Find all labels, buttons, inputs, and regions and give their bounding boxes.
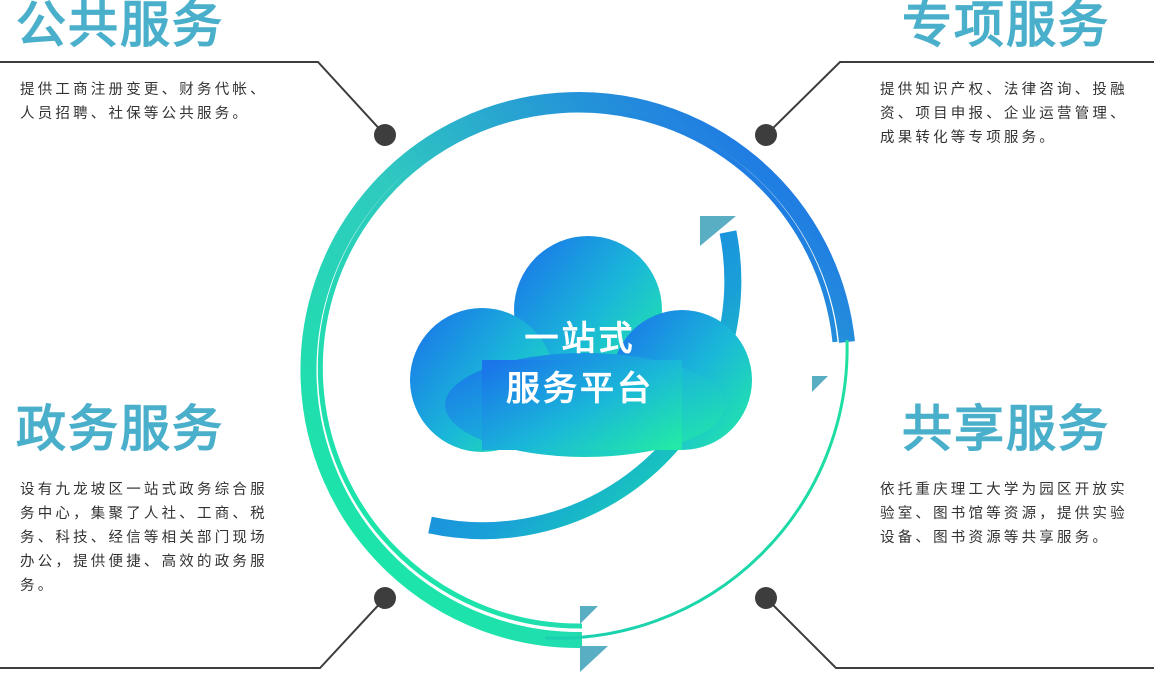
dot-bottom-right	[755, 587, 777, 609]
arrow-markers	[580, 216, 828, 672]
public-service-desc: 提供工商注册变更、财务代帐、人员招聘、社保等公共服务。	[20, 82, 268, 122]
connector-bottom-left	[0, 597, 386, 669]
arrow-right	[812, 376, 828, 392]
dot-top-left	[374, 124, 396, 146]
special-service-desc: 提供知识产权、法律咨询、投融资、项目申报、企业运营管理、成果转化等专项服务。	[880, 82, 1128, 146]
arrow-top-right	[700, 216, 736, 246]
middle-ring-arc	[317, 107, 838, 629]
shared-service-title: 共享服务	[902, 400, 1110, 458]
gov-service-desc: 设有九龙坡区一站式政务综合服务中心，集聚了人社、工商、税务、科技、经信等相关部门…	[20, 482, 268, 594]
connector-top-left	[0, 61, 386, 136]
connector-dots	[374, 124, 777, 609]
connector-bottom-right	[765, 597, 1154, 669]
thin-green-arc	[544, 339, 849, 640]
outer-ring-arc	[300, 92, 855, 649]
special-service-title: 专项服务	[902, 0, 1110, 54]
gov-service-title: 政务服务	[16, 400, 224, 458]
public-service-title: 公共服务	[16, 0, 224, 54]
connector-top-right	[765, 61, 1154, 136]
inner-ring-arc	[428, 230, 742, 540]
center-title-line1: 一站式	[524, 319, 636, 359]
shared-service-desc: 依托重庆理工大学为园区开放实验室、图书馆等资源，提供实验设备、图书资源等共享服务…	[880, 482, 1128, 546]
cloud-shape	[410, 236, 752, 457]
dot-bottom-left	[374, 587, 396, 609]
center-title-line2: 服务平台	[506, 369, 654, 409]
connector-lines	[0, 61, 1154, 669]
arrow-bottom-1	[580, 606, 598, 624]
arrow-bottom-2	[580, 646, 608, 672]
dot-top-right	[755, 124, 777, 146]
